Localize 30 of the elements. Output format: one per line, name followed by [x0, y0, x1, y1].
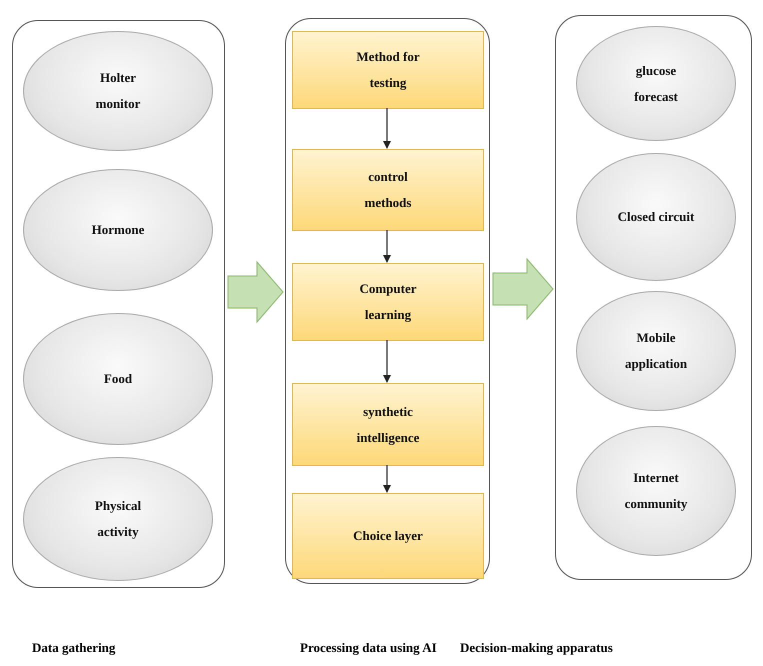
process-box: [292, 31, 484, 109]
arrow: [383, 230, 391, 263]
node-text: Computer learning: [358, 280, 418, 324]
node-text: Physical activity: [94, 497, 142, 541]
node-text: Closed circuit: [617, 208, 695, 226]
section-caption: Decision-making apparatus: [460, 640, 613, 656]
process-box: [292, 493, 484, 579]
node-text: Choice layer: [352, 527, 424, 545]
process-box: [292, 263, 484, 341]
arrow: [383, 340, 391, 383]
group-panel: [285, 18, 490, 584]
node-text: Method for testing: [355, 48, 421, 92]
node-text: synthetic intelligence: [356, 402, 420, 447]
group-panel: [12, 20, 225, 588]
arrow: [383, 108, 391, 149]
section-caption: Data gathering: [32, 640, 116, 656]
process-box: [292, 383, 484, 466]
process-box: [292, 149, 484, 231]
block-arrow: [228, 260, 284, 324]
arrow: [383, 465, 391, 493]
node-text: Food: [102, 370, 134, 388]
group-panel: [555, 15, 752, 580]
node-text: Hormone: [90, 221, 146, 239]
node-text: control methods: [364, 168, 412, 212]
node-text: Internet community: [624, 469, 688, 513]
section-caption: Processing data using AI: [300, 640, 437, 656]
node-text: Mobile application: [624, 329, 688, 373]
block-arrow: [492, 258, 554, 320]
node-text: glucose forecast: [633, 62, 679, 106]
node-text: Holter monitor: [94, 69, 142, 113]
